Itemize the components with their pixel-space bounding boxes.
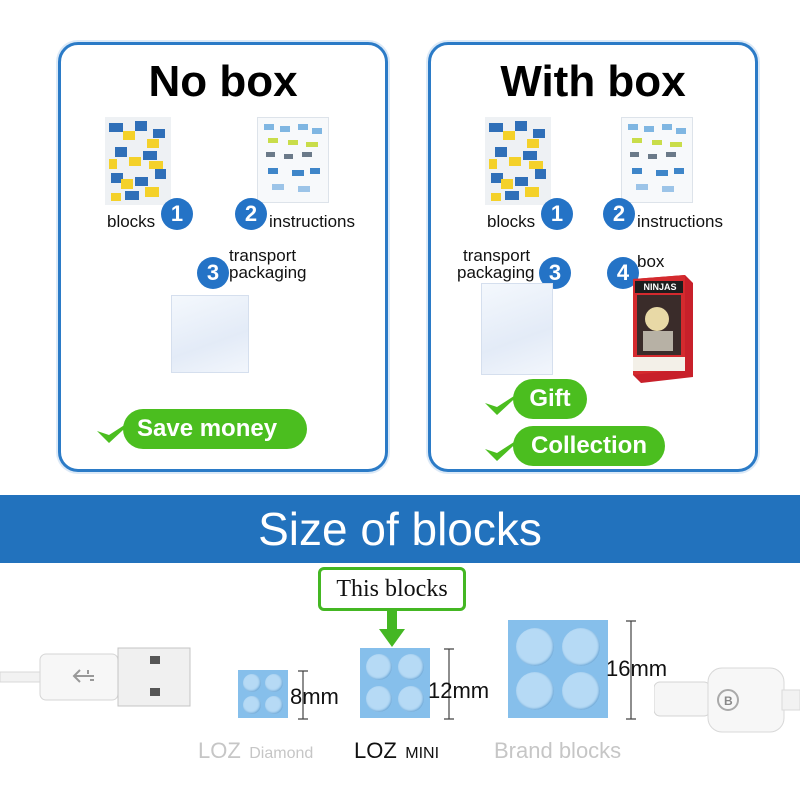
number-badge-2: 2 xyxy=(235,198,267,230)
blocks-label: blocks xyxy=(487,212,536,231)
save-money-badge: Save money xyxy=(123,409,307,449)
number-badge-1: 1 xyxy=(541,198,573,230)
box-label: box xyxy=(637,252,665,271)
mini-caption: LOZ MINI xyxy=(354,738,439,764)
diamond-brick-image xyxy=(238,670,288,718)
svg-text:B: B xyxy=(724,694,733,708)
transport-bag-image xyxy=(171,295,249,373)
comparison-section: No box blocks 1 xyxy=(58,42,758,472)
blocks-bag-image xyxy=(105,117,171,205)
brand-brick-image xyxy=(508,620,608,718)
number-badge-2: 2 xyxy=(603,198,635,230)
instructions-label: instructions xyxy=(269,212,355,231)
transport-bag-image xyxy=(481,283,553,375)
number-badge-4: 4 xyxy=(607,257,639,289)
dimension-line-icon xyxy=(444,648,454,720)
number-badge-3: 3 xyxy=(197,257,229,289)
instructions-image xyxy=(621,117,693,203)
collection-badge: Collection xyxy=(513,426,665,466)
gift-badge: Gift xyxy=(513,379,587,419)
arrow-down-icon xyxy=(379,611,405,647)
brand-size-label: 16mm xyxy=(606,656,668,681)
no-box-card: No box blocks 1 xyxy=(58,42,388,472)
diamond-sub: Diamond xyxy=(249,745,314,762)
usb-plug-icon xyxy=(0,647,191,707)
this-blocks-callout: This blocks xyxy=(318,567,466,611)
size-banner: Size of blocks xyxy=(0,495,800,563)
diamond-caption: LOZ Diamond xyxy=(198,738,313,764)
mini-name: LOZ xyxy=(354,738,397,763)
lightning-plug-icon: B xyxy=(654,667,800,733)
blocks-label: blocks xyxy=(107,212,156,231)
mini-brick-image xyxy=(360,648,430,718)
transport-label: transport xyxy=(229,246,297,265)
packaging-label: packaging xyxy=(457,263,535,282)
transport-label: transport xyxy=(463,246,531,265)
instructions-image xyxy=(257,117,329,203)
instructions-label: instructions xyxy=(637,212,723,231)
mini-size-label: 12mm xyxy=(428,678,490,703)
mini-sub: MINI xyxy=(405,745,440,762)
no-box-title: No box xyxy=(148,57,298,106)
diamond-size-label: 8mm xyxy=(290,684,339,709)
dimension-line-icon xyxy=(298,670,308,720)
packaging-label: packaging xyxy=(229,263,307,282)
blocks-bag-image xyxy=(485,117,551,205)
with-box-title: With box xyxy=(500,57,686,106)
box-brand-text: NINJAS xyxy=(643,282,677,292)
number-badge-1: 1 xyxy=(161,198,193,230)
diamond-name: LOZ xyxy=(198,738,241,763)
with-box-card: With box blocks 1 xyxy=(428,42,758,472)
brand-caption: Brand blocks xyxy=(494,738,622,763)
dimension-line-icon xyxy=(626,620,636,720)
product-box-image: NINJAS xyxy=(627,273,697,385)
